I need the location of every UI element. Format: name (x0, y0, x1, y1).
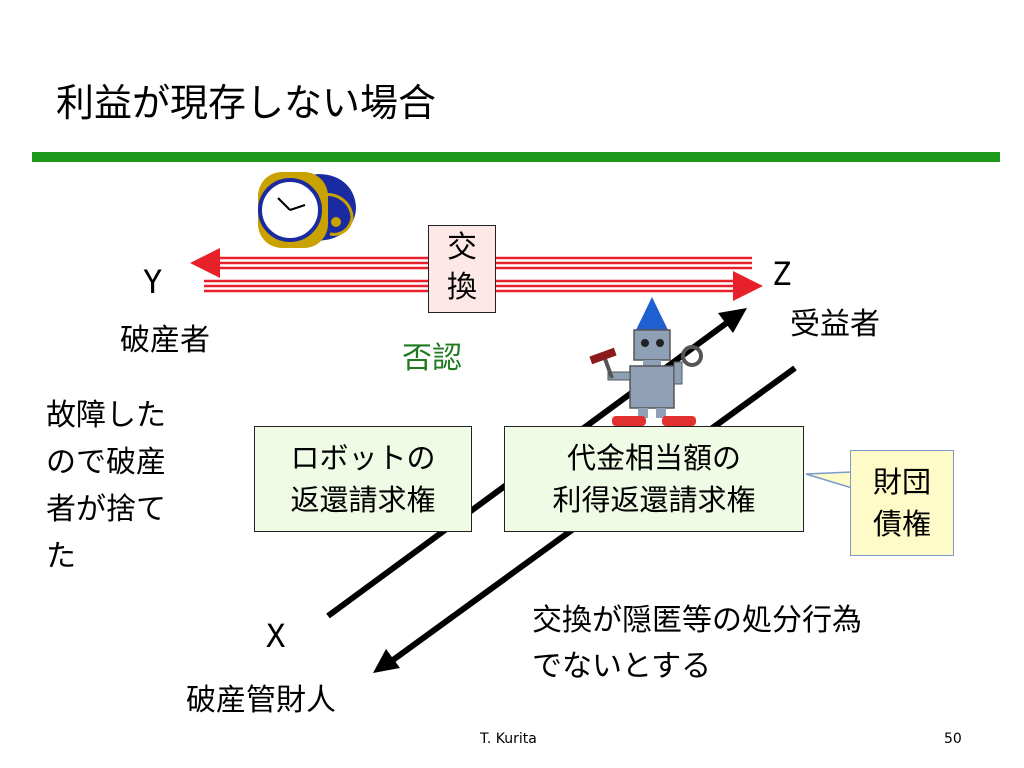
side-note-line1: 故障した (46, 398, 166, 433)
party-y-role: 破産者 (120, 323, 210, 358)
arrow-x-to-z-head (718, 308, 747, 333)
robot-claim-line2: 返還請求権 (290, 483, 436, 517)
wristwatch-icon (258, 172, 356, 248)
robot-icon (589, 297, 703, 426)
arrow-to-z-head (733, 271, 763, 301)
price-claim-line2: 利得返還請求権 (552, 483, 756, 517)
side-note-line2: ので破産 (46, 445, 166, 480)
party-y-letter: Y (143, 263, 163, 301)
estate-callout-pointer (805, 471, 853, 490)
footer-author: T. Kurita (480, 731, 537, 747)
condition-note-line1: 交換が隠匿等の処分行為 (532, 603, 862, 638)
party-x-letter: X (266, 617, 286, 655)
estate-claim-line1: 財団 (872, 465, 931, 499)
party-x-role: 破産管財人 (186, 683, 336, 718)
side-note: 故障した ので破産 者が捨て た (46, 392, 166, 580)
exchange-box: 交 換 (428, 225, 496, 313)
exchange-box-line1: 交 (447, 230, 477, 265)
exchange-box-line2: 換 (447, 270, 477, 305)
condition-note: 交換が隠匿等の処分行為 でないとする (532, 598, 862, 690)
slide-title: 利益が現存しない場合 (56, 81, 437, 125)
arrow-to-y-head (190, 248, 220, 278)
side-note-line3: 者が捨て (46, 492, 166, 527)
estate-claim-box: 財団 債権 (850, 450, 954, 556)
party-z-letter: Z (772, 255, 792, 293)
side-note-line4: た (46, 539, 76, 574)
denial-label: 否認 (402, 341, 462, 376)
estate-claim-line2: 債権 (872, 507, 931, 541)
arrow-z-to-x-head (373, 649, 400, 673)
page-number: 50 (944, 731, 962, 747)
price-claim-box: 代金相当額の 利得返還請求権 (504, 426, 804, 532)
title-divider (32, 152, 1000, 162)
price-claim-line1: 代金相当額の (566, 441, 741, 475)
robot-claim-box: ロボットの 返還請求権 (254, 426, 472, 532)
robot-claim-line1: ロボットの (290, 441, 436, 475)
condition-note-line2: でないとする (532, 649, 712, 684)
party-z-role: 受益者 (790, 307, 880, 342)
